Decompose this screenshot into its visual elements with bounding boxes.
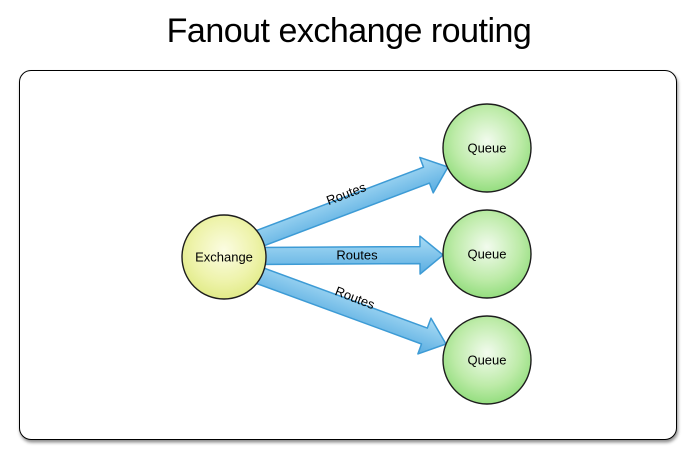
queue-node-label: Queue xyxy=(467,247,506,262)
page-title: Fanout exchange routing xyxy=(166,12,532,50)
routes-arrow xyxy=(246,263,447,355)
queue-node xyxy=(442,315,532,405)
queue-node-label: Queue xyxy=(467,141,506,156)
queue-node xyxy=(442,209,532,299)
queue-node-label: Queue xyxy=(467,353,506,368)
exchange-node-label: Exchange xyxy=(195,250,253,265)
routes-arrow xyxy=(251,235,444,275)
routes-arrow-label: Routes xyxy=(336,248,378,263)
queue-node xyxy=(442,103,532,193)
routes-arrow xyxy=(246,156,449,251)
exchange-node xyxy=(181,214,267,300)
